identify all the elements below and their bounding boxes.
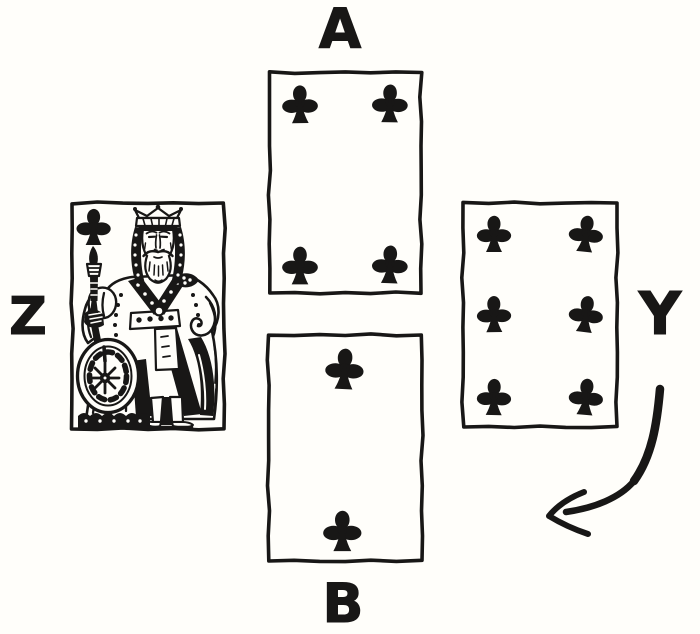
king-epaulet bbox=[177, 273, 199, 288]
king-hair bbox=[131, 227, 185, 285]
king-of-clubs-figure bbox=[75, 204, 220, 429]
card-east-six-of-clubs bbox=[460, 200, 620, 430]
arrow-shaft-tip bbox=[562, 477, 638, 516]
card-north-four-of-clubs bbox=[266, 70, 424, 296]
king-sceptre bbox=[85, 246, 103, 347]
card-border bbox=[460, 200, 620, 430]
card-west-king-of-clubs bbox=[69, 200, 227, 432]
play-direction-arrow bbox=[546, 384, 665, 537]
king-face bbox=[141, 227, 175, 284]
label-player-south: B bbox=[322, 572, 363, 630]
label-player-west: Z bbox=[9, 287, 47, 347]
arrow-shaft bbox=[629, 384, 665, 486]
label-player-north: A bbox=[319, 0, 362, 61]
card-border bbox=[265, 332, 425, 564]
king-skirt-panel bbox=[153, 326, 181, 372]
king-hem bbox=[78, 413, 150, 429]
card-border bbox=[266, 70, 424, 296]
arrow-head bbox=[546, 489, 591, 537]
king-crown bbox=[133, 204, 183, 231]
king-shield bbox=[75, 337, 141, 415]
king-ground-shadow bbox=[144, 342, 217, 429]
card-south-two-of-clubs bbox=[265, 332, 425, 564]
label-player-east: Y bbox=[638, 279, 683, 348]
